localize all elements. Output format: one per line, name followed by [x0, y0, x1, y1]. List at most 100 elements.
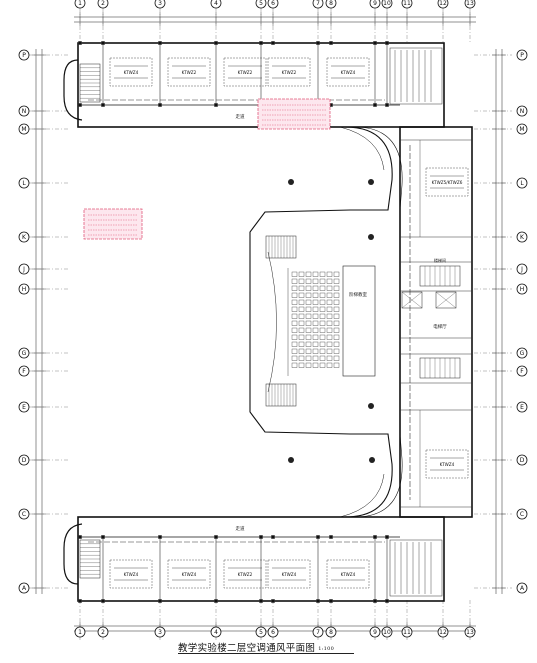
grid-bubble-bottom-circle: [267, 626, 279, 638]
auditorium-seat: [305, 348, 312, 354]
auditorium-stage: [342, 265, 376, 377]
structural-column: [158, 599, 162, 603]
grid-bubble-top-label: 8: [329, 0, 333, 7]
structural-column: [78, 103, 82, 107]
auditorium-seat: [333, 327, 340, 333]
round-column: [368, 403, 374, 409]
title-underline: [178, 653, 354, 654]
auditorium-seat: [291, 327, 298, 333]
auditorium-seat: [305, 271, 312, 277]
grid-bubble-left-label: M: [21, 126, 26, 133]
grid-bubble-left-label: L: [22, 180, 26, 187]
hvac-unit-box: [267, 559, 311, 589]
auditorium-seat: [333, 299, 340, 305]
structural-column: [78, 41, 82, 45]
grid-bubble-left-circle: [18, 508, 30, 520]
grid-bubble-right-circle: [516, 123, 528, 135]
auditorium-seat: [319, 320, 326, 326]
auditorium-seat: [312, 355, 319, 361]
structural-column: [373, 599, 377, 603]
auditorium-seat: [312, 362, 319, 368]
hvac-unit-label: KTWZ4: [124, 70, 139, 75]
auditorium-seat: [305, 278, 312, 284]
auditorium-seat: [305, 341, 312, 347]
hvac-unit-label: KTWZ4: [124, 572, 139, 577]
auditorium-seat: [319, 355, 326, 361]
north-equipment-room: [389, 47, 443, 105]
auditorium-seat: [291, 341, 298, 347]
structural-column: [373, 41, 377, 45]
round-column: [369, 457, 375, 463]
stamp-box-top: [257, 98, 331, 130]
grid-bubble-right-label: P: [520, 52, 524, 59]
grid-bubble-top-label: 1: [78, 0, 82, 7]
south-equipment-room: [389, 539, 443, 597]
grid-bubble-right-circle: [516, 105, 528, 117]
grid-bubble-left-circle: [18, 105, 30, 117]
auditorium-seat: [333, 320, 340, 326]
grid-lines: [28, 8, 512, 640]
structural-column: [385, 41, 389, 45]
auditorium-seat: [291, 285, 298, 291]
auditorium-seat: [312, 299, 319, 305]
auditorium-seat: [312, 313, 319, 319]
auditorium-seat: [312, 271, 319, 277]
auditorium-seat: [319, 292, 326, 298]
grid-bubble-right-circle: [516, 231, 528, 243]
auditorium-seat: [305, 320, 312, 326]
grid-bubble-top-label: 4: [214, 0, 218, 7]
grid-bubble-bottom-label: 8: [329, 629, 333, 636]
auditorium-seat: [312, 348, 319, 354]
grid-bubble-top-circle: [74, 0, 86, 9]
grid-bubble-top-label: 9: [373, 0, 377, 7]
hvac-unit-label: KTWZ2: [182, 70, 197, 75]
grid-bubble-left-circle: [18, 49, 30, 61]
grid-bubble-left-circle: [18, 582, 30, 594]
hvac-unit-box: [425, 449, 469, 479]
auditorium-seat: [333, 313, 340, 319]
hvac-unit-box: [267, 57, 311, 87]
grid-bubble-left-label: A: [22, 585, 27, 592]
grid-bubble-bottom-circle: [255, 626, 267, 638]
auditorium-seat: [319, 306, 326, 312]
hvac-unit-box: [109, 559, 153, 589]
auditorium-seat: [326, 313, 333, 319]
grid-bubble-right-label: N: [520, 108, 525, 115]
auditorium-seat: [326, 348, 333, 354]
hvac-unit-label: KTWZ4: [341, 70, 356, 75]
auditorium-seat: [319, 327, 326, 333]
elevator-cross: [435, 291, 457, 309]
structural-column: [158, 535, 162, 539]
auditorium-seat: [333, 334, 340, 340]
grid-bubble-right-label: H: [520, 286, 525, 293]
hvac-unit-box: [223, 559, 267, 589]
grid-bubble-bottom-label: 10: [383, 629, 391, 636]
grid-bubble-top-circle: [210, 0, 222, 9]
grid-bubble-top-circle: [437, 0, 449, 9]
auditorium-seat: [291, 355, 298, 361]
auditorium-seat: [298, 320, 305, 326]
auditorium-seat: [305, 334, 312, 340]
auditorium-seat: [326, 278, 333, 284]
grid-bubble-right-label: D: [520, 457, 525, 464]
structural-column: [214, 41, 218, 45]
auditorium-seat: [312, 278, 319, 284]
grid-bubble-right-circle: [516, 263, 528, 275]
grid-bubble-right-label: L: [520, 180, 524, 187]
grid-bubble-bottom-circle: [154, 626, 166, 638]
grid-bubble-top-circle: [255, 0, 267, 9]
grid-bubble-top-circle: [267, 0, 279, 9]
grid-bubble-right-circle: [516, 365, 528, 377]
auditorium-seat: [305, 285, 312, 291]
auditorium-outline: [249, 126, 393, 518]
auditorium-seat: [333, 278, 340, 284]
grid-bubble-left-label: G: [22, 350, 27, 357]
hvac-unit-box: [425, 167, 469, 197]
auditorium-seat: [305, 299, 312, 305]
auditorium-curve: [267, 251, 277, 393]
auditorium-seat: [305, 355, 312, 361]
structural-column: [158, 41, 162, 45]
structural-column: [316, 535, 320, 539]
